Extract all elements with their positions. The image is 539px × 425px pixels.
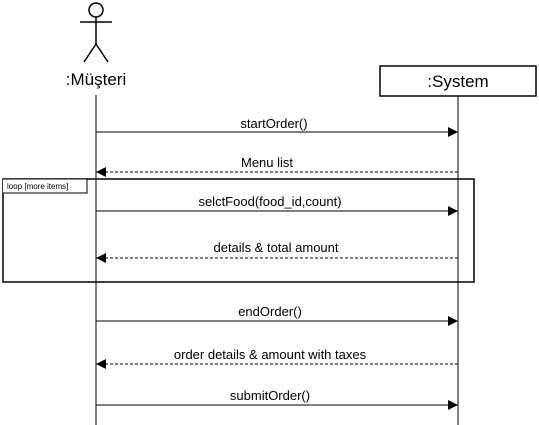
- customer-actor-label: :Müşteri: [66, 70, 126, 89]
- message-label: order details & amount with taxes: [174, 347, 367, 362]
- loop-fragment: [2, 178, 475, 283]
- system-object-label: :System: [427, 72, 488, 91]
- message-label: startOrder(): [240, 116, 307, 131]
- loop-fragment-label: loop [more items]: [7, 182, 68, 191]
- loop-fragment-tab: [3, 178, 88, 194]
- system-object-box: [379, 65, 537, 97]
- customer-stick-figure-icon: [80, 2, 112, 63]
- message-label: endOrder(): [238, 304, 302, 319]
- message-label: submitOrder(): [230, 388, 310, 403]
- message-label: details & total amount: [213, 240, 338, 255]
- message-label: Menu list: [241, 155, 293, 170]
- message-label: selctFood(food_id,count): [198, 194, 341, 209]
